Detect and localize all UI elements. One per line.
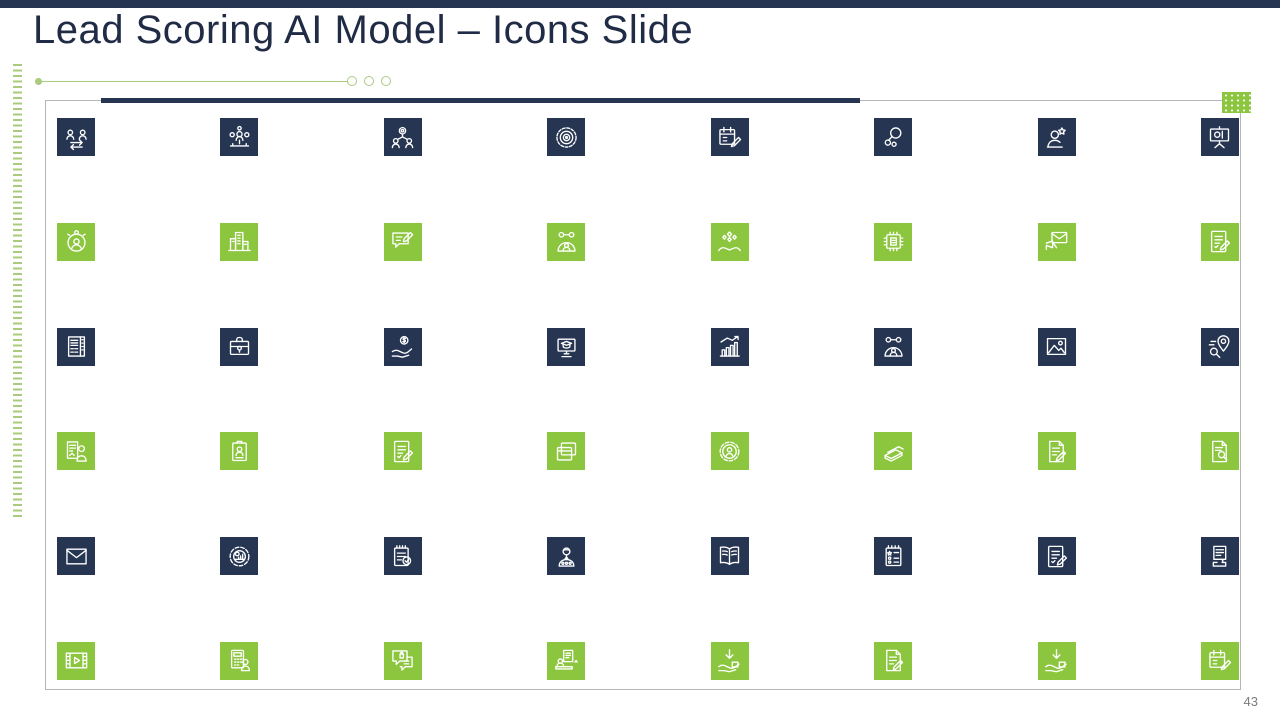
content-box: [45, 100, 1241, 690]
team-hierarchy-icon: [220, 118, 259, 156]
gear-user-settings-icon: [710, 432, 749, 471]
icon-row: [57, 537, 1239, 576]
gear-people-network-icon: [383, 118, 422, 156]
survey-edit-pencil-icon: [1037, 537, 1076, 576]
slide-title: Lead Scoring AI Model – Icons Slide: [33, 8, 694, 52]
title-underline-bar: [101, 98, 860, 103]
stacked-folders-icon: [547, 432, 586, 471]
approved-document-stamp-icon: [1200, 537, 1239, 576]
icon-row: [57, 222, 1239, 261]
image-picture-icon: [1037, 327, 1076, 366]
search-optimization-gears-icon: [874, 118, 913, 156]
top-performer-user-star-icon: [1037, 118, 1076, 156]
hands-nurture-growth-icon: [710, 222, 749, 261]
location-pin-search-icon: [1200, 327, 1239, 366]
icon-grid: [46, 101, 1240, 689]
calculator-user-icon: [220, 641, 259, 680]
checklist-edit-icon: [383, 432, 422, 471]
business-briefcase-icon: [220, 327, 259, 366]
receive-in-hand-icon: [710, 641, 749, 680]
open-book-icon: [710, 537, 749, 576]
report-document-list-icon: [57, 327, 95, 366]
slide-top-bar: [0, 0, 1280, 8]
survey-form-edit-icon: [1200, 222, 1239, 261]
left-tick-marks-decoration: [13, 64, 22, 519]
ai-chip-document-icon: [874, 222, 913, 261]
email-envelope-icon: [57, 537, 95, 576]
message-edit-icon: [383, 222, 422, 261]
people-exchange-icon: [57, 118, 95, 156]
timeline-circle: [364, 76, 374, 86]
video-film-play-icon: [57, 641, 95, 680]
team-communication-gears-icon: [547, 222, 586, 261]
notebook-stack-icon: [874, 432, 913, 471]
growth-bar-chart-icon: [710, 327, 749, 366]
receive-in-hand-2-icon: [1037, 641, 1076, 680]
rating-checklist-icon: [874, 537, 913, 576]
notepad-approved-check-icon: [383, 537, 422, 576]
icon-row: [57, 432, 1239, 471]
timeline-circle: [381, 76, 391, 86]
calendar-notes-edit-icon: [1200, 641, 1239, 680]
timeline-line: [38, 80, 351, 82]
document-search-icon: [1200, 432, 1239, 471]
calendar-edit-icon: [710, 118, 749, 156]
elearning-monitor-icon: [547, 327, 586, 366]
company-buildings-icon: [220, 222, 259, 261]
presentation-analysis-icon: [1200, 118, 1239, 156]
icon-row: [57, 641, 1239, 680]
analytics-gear-icon: [220, 537, 259, 576]
customer-profile-report-icon: [57, 432, 95, 471]
money-in-hand-icon: [383, 327, 422, 366]
team-with-gears-icon: [874, 327, 913, 366]
email-campaign-megaphone-icon: [1037, 222, 1076, 261]
support-agent-icon: [547, 537, 586, 576]
shopping-chat-bubbles-icon: [383, 641, 422, 680]
timeline-circle: [347, 76, 357, 86]
document-edit-icon: [1037, 432, 1076, 471]
user-profile-settings-icon: [57, 222, 95, 261]
write-document-icon: [874, 641, 913, 680]
id-badge-card-icon: [220, 432, 259, 471]
dotted-square-decoration: [1222, 92, 1251, 113]
target-goal-icon: [547, 118, 586, 156]
icon-row: [57, 327, 1239, 366]
online-certificate-laptop-icon: [547, 641, 586, 680]
icon-row: [57, 118, 1239, 156]
page-number: 43: [1243, 694, 1258, 709]
